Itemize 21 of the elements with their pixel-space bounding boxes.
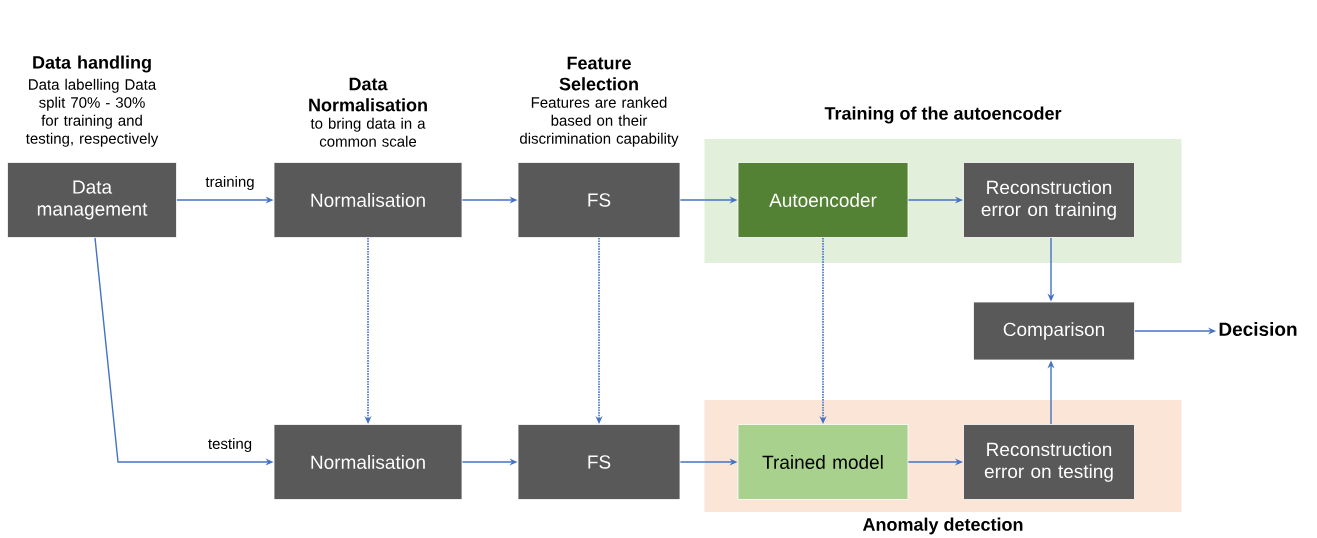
process-box: Data management bbox=[7, 162, 177, 238]
edge-label: training bbox=[204, 175, 256, 191]
edge-label: testing bbox=[206, 437, 254, 453]
column-description: Data labelling Data split 70% - 30% for training and testing, respectively bbox=[25, 78, 159, 147]
column-description: to bring data in a common scale bbox=[310, 117, 426, 147]
process-box: Reconstruction error on training bbox=[963, 162, 1135, 238]
process-box: Normalisation bbox=[273, 424, 463, 500]
process-box: Comparison bbox=[973, 301, 1135, 361]
node-label: Training of the autoencoder bbox=[824, 106, 1062, 124]
process-box: Reconstruction error on testing bbox=[963, 424, 1135, 500]
process-box: FS bbox=[517, 162, 681, 238]
column-heading: Feature Selection bbox=[559, 56, 638, 91]
node-label: Anomaly detection bbox=[862, 517, 1023, 535]
column-heading: Data Normalisation bbox=[309, 77, 427, 112]
process-box: Normalisation bbox=[273, 162, 463, 238]
column-description: Features are ranked based on their discrimination capability bbox=[520, 96, 679, 147]
process-box: FS bbox=[517, 424, 681, 500]
output-label: Decision bbox=[1219, 322, 1297, 336]
process-box: Autoencoder bbox=[737, 162, 909, 238]
process-box: Trained model bbox=[737, 424, 909, 500]
column-heading: Data handling bbox=[33, 55, 151, 73]
